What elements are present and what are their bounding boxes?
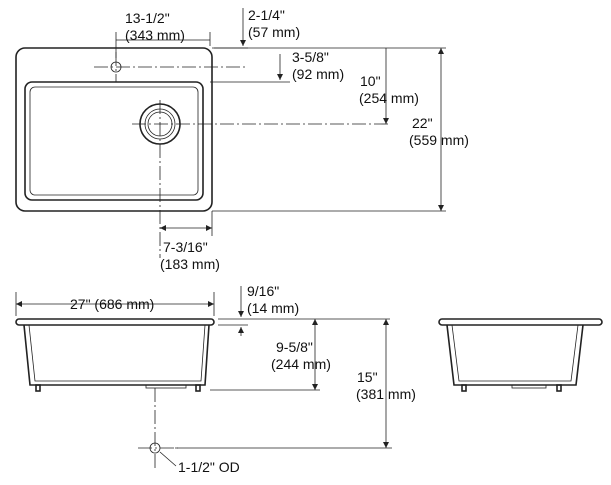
faucet-bowl-imperial: 3-5/8" — [292, 49, 329, 65]
front-view: 27" (686 mm) 9/16" (14 mm) 9-5/8" (244 m… — [15, 283, 416, 475]
front-rim — [15, 318, 215, 326]
faucet-offset-imperial: 13-1/2" — [125, 10, 170, 26]
sink-outer-outline — [15, 47, 213, 212]
side-bowl-body — [446, 324, 584, 386]
side-view — [438, 318, 603, 392]
bowl-inner-outline — [29, 86, 199, 196]
front-bowl-body — [23, 324, 210, 386]
bowl-depth-imperial: 9-5/8" — [276, 339, 313, 355]
bowl-depth-metric: (244 mm) — [271, 356, 331, 372]
side-rim — [438, 318, 603, 326]
drain-right-imperial: 7-3/16" — [163, 239, 208, 255]
drain-outlet-circle — [149, 442, 161, 454]
outlet-depth-imperial: 15" — [357, 369, 378, 385]
drain-back-metric: (254 mm) — [359, 90, 419, 106]
outlet-depth-metric: (381 mm) — [356, 386, 416, 402]
top-view: 13-1/2" (343 mm) 2-1/4" (57 mm) 3-5/8" (… — [15, 7, 469, 272]
faucet-back-imperial: 2-1/4" — [248, 7, 285, 23]
faucet-offset-metric: (343 mm) — [125, 27, 185, 43]
drain-right-metric: (183 mm) — [160, 256, 220, 272]
overall-depth-metric: (559 mm) — [409, 132, 469, 148]
faucet-bowl-metric: (92 mm) — [292, 66, 344, 82]
bowl-outline — [24, 81, 204, 201]
overall-depth-imperial: 22" — [412, 115, 433, 131]
faucet-back-metric: (57 mm) — [248, 24, 300, 40]
overall-width-label: 27" (686 mm) — [70, 296, 154, 312]
rim-thickness-metric: (14 mm) — [247, 300, 299, 316]
outlet-diameter-label: 1-1/2" OD — [178, 459, 240, 475]
rim-thickness-imperial: 9/16" — [247, 283, 279, 299]
drain-back-imperial: 10" — [360, 73, 381, 89]
